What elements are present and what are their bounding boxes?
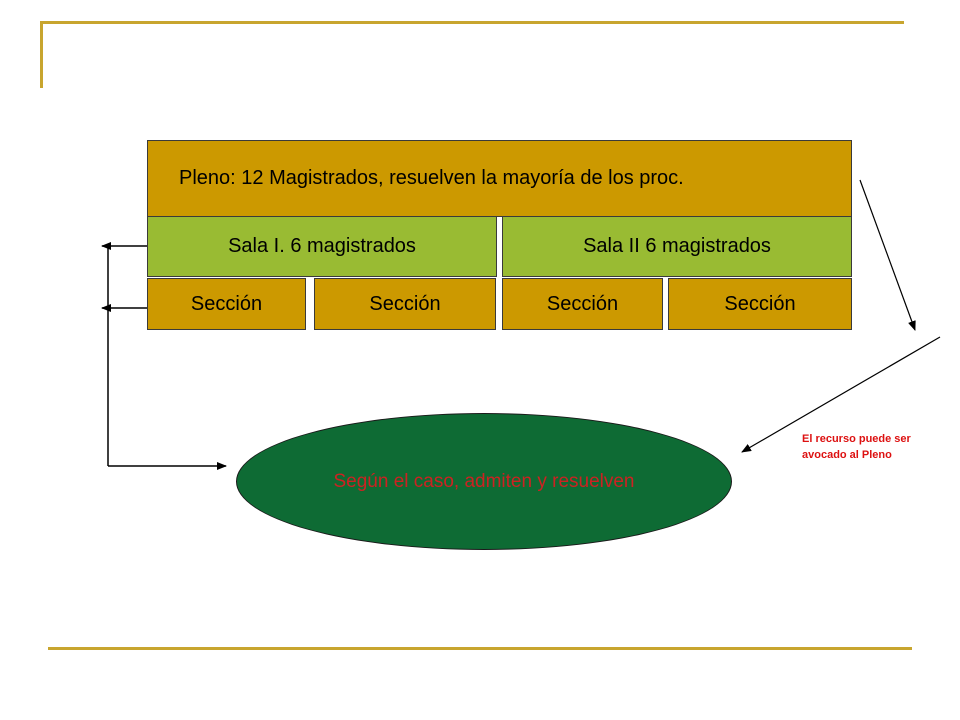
seccion-3-box: Sección — [502, 278, 663, 330]
seccion-4-label: Sección — [724, 292, 796, 315]
seccion-2-label: Sección — [369, 292, 441, 315]
sala-1-box: Sala I. 6 magistrados — [147, 216, 497, 277]
pleno-down-arrow — [859, 179, 916, 331]
sala-2-label: Sala II 6 magistrados — [583, 235, 771, 257]
seccion-4-box: Sección — [668, 278, 852, 330]
pleno-label: Pleno: 12 Magistrados, resuelven la mayo… — [179, 167, 684, 189]
seccion-1-label: Sección — [190, 292, 263, 315]
sala-1-label: Sala I. 6 magistrados — [228, 235, 416, 257]
seccion-3-label: Sección — [546, 292, 619, 315]
ellipse-node: Según el caso, admiten y resuelven — [236, 413, 732, 550]
frame-top-line — [40, 21, 904, 24]
ellipse-label: Según el caso, admiten y resuelven — [333, 470, 635, 492]
seccion-2-box: Sección — [314, 278, 496, 330]
frame-bottom-line — [48, 647, 912, 650]
sala-2-box: Sala II 6 magistrados — [502, 216, 852, 277]
seccion-1-box: Sección — [147, 278, 306, 330]
avocado-note: El recurso puede ser avocado al Pleno — [802, 433, 911, 461]
frame-left-line — [40, 21, 43, 88]
pleno-box: Pleno: 12 Magistrados, resuelven la mayo… — [147, 140, 852, 217]
